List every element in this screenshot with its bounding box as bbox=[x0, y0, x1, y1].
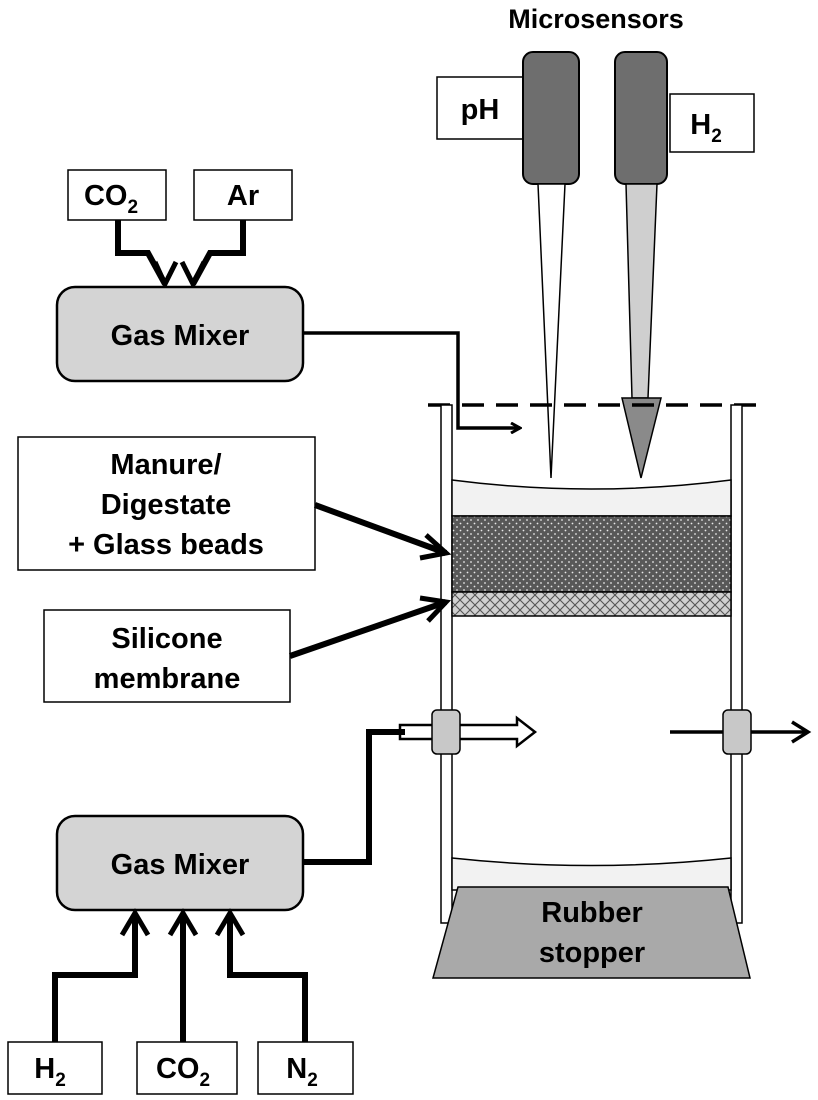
co2-top-input-box: CO2 bbox=[67, 169, 167, 221]
manure-label-line2: Digestate bbox=[101, 489, 232, 521]
manure-callout-box: Manure/ Digestate + Glass beads bbox=[17, 436, 316, 571]
silicone-pointer-arrow bbox=[289, 599, 447, 659]
bottom-meniscus bbox=[451, 857, 732, 891]
silicone-callout-box: Silicone membrane bbox=[43, 609, 291, 703]
silicone-label-line2: membrane bbox=[94, 663, 241, 695]
gas-mixer-bottom-label: Gas Mixer bbox=[111, 849, 250, 881]
column-right-wall bbox=[730, 404, 743, 924]
n2-input-box: N2 bbox=[257, 1041, 354, 1095]
ph-label: pH bbox=[461, 94, 500, 126]
ph-label-box: pH bbox=[436, 76, 525, 140]
co2-top-label: CO2 bbox=[84, 180, 138, 218]
top-mixer-outlet-line bbox=[303, 331, 520, 428]
h2-label-box: H2 bbox=[669, 93, 755, 153]
silicone-membrane-layer bbox=[451, 591, 732, 617]
gas-outlet-port bbox=[670, 709, 812, 755]
gas-mixer-bottom: Gas Mixer bbox=[55, 814, 305, 912]
manure-pointer-arrow bbox=[313, 502, 448, 556]
manure-label-line3: + Glass beads bbox=[68, 529, 264, 561]
stopper-label-line1: Rubber bbox=[541, 897, 643, 929]
h2-to-mixer-line bbox=[52, 914, 138, 1042]
co2-bottom-input-box: CO2 bbox=[136, 1041, 238, 1095]
n2-to-mixer-line bbox=[227, 914, 308, 1042]
h2-sensor-label: H2 bbox=[690, 109, 722, 147]
gas-mixer-top: Gas Mixer bbox=[55, 285, 305, 383]
silicone-label-line1: Silicone bbox=[111, 623, 222, 655]
manure-glass-beads-layer bbox=[451, 515, 732, 593]
rubber-stopper: Rubber stopper bbox=[432, 886, 751, 979]
co2-bottom-label: CO2 bbox=[156, 1053, 210, 1091]
h2-input-label: H2 bbox=[34, 1053, 66, 1091]
ar-input-box: Ar bbox=[193, 169, 293, 221]
top-meniscus bbox=[451, 479, 732, 517]
ar-label: Ar bbox=[227, 180, 259, 212]
gas-mixer-top-label: Gas Mixer bbox=[111, 320, 250, 352]
microsensors-title: Microsensors bbox=[508, 4, 684, 34]
ph-microsensor bbox=[522, 51, 580, 479]
manure-label-line1: Manure/ bbox=[110, 449, 221, 481]
column-left-wall bbox=[440, 404, 453, 924]
gas-inlet-port bbox=[398, 709, 538, 755]
bottom-mixer-outlet-line bbox=[303, 729, 405, 865]
h2-input-box: H2 bbox=[7, 1041, 103, 1095]
stopper-label-line2: stopper bbox=[539, 937, 645, 969]
n2-input-label: N2 bbox=[286, 1053, 318, 1091]
h2-microsensor bbox=[614, 51, 668, 479]
